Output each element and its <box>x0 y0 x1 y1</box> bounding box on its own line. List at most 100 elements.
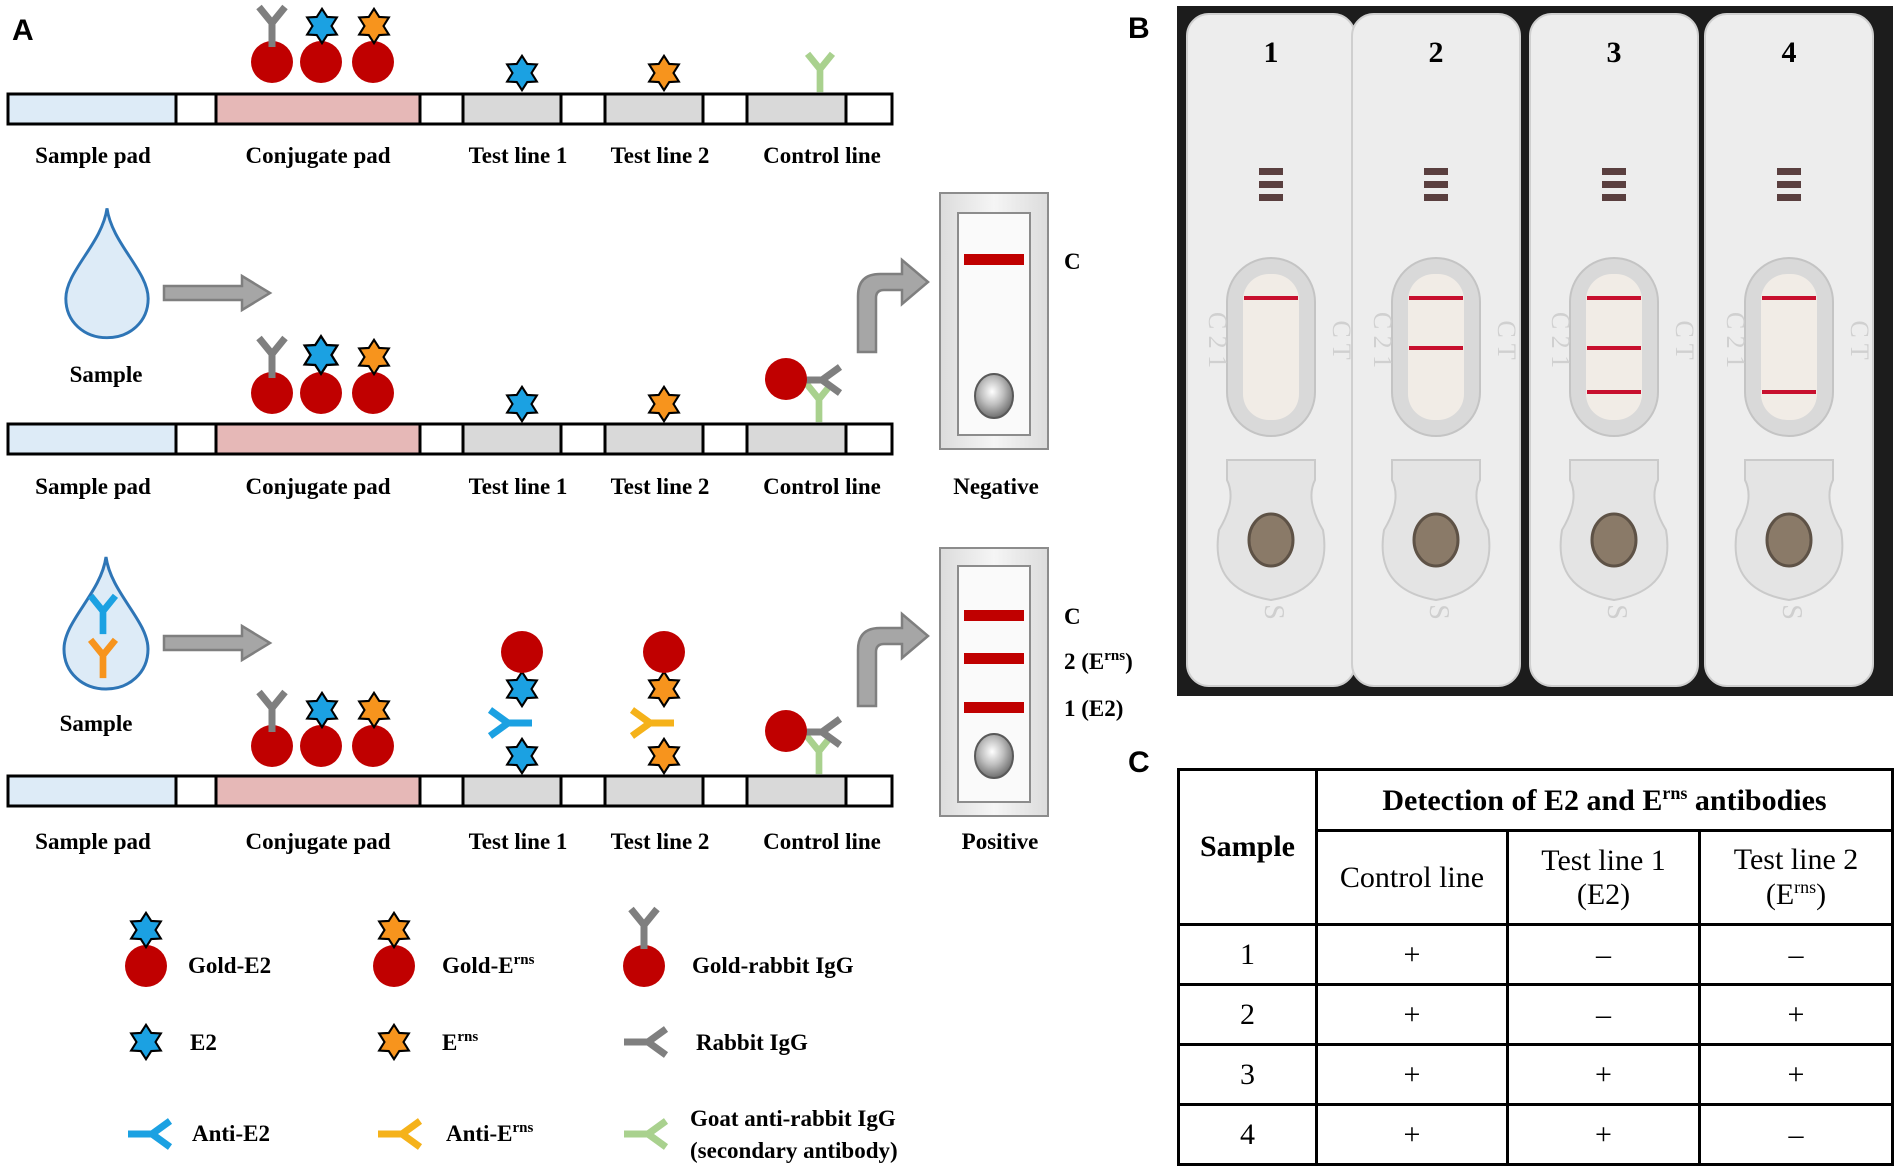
cell-sample: 1 <box>1177 923 1318 986</box>
header-detection: Detection of E2 and Erns antibodies <box>1315 768 1894 832</box>
sample-well-icon <box>974 373 1014 419</box>
label-conjugate-pad: Conjugate pad <box>245 829 390 854</box>
gold-particle <box>300 41 342 83</box>
marking-well: S <box>1423 604 1454 620</box>
cell-t1: + <box>1506 1043 1701 1106</box>
membrane <box>1243 274 1299 420</box>
grip-mark <box>1602 194 1626 201</box>
cell-sample: 3 <box>1177 1043 1318 1106</box>
table-row: 2+–+ <box>1177 983 1894 1046</box>
grip-mark <box>1777 181 1801 188</box>
label-test-line-1: Test line 1 <box>469 474 568 499</box>
svg-text:Gold-Erns: Gold-Erns <box>442 952 535 978</box>
goat-igg-icon <box>807 736 832 774</box>
cell-sample: 2 <box>1177 983 1318 1046</box>
results-table: Sample Detection of E2 and Erns antibodi… <box>1177 768 1894 1166</box>
photo-test2-band <box>1587 346 1641 350</box>
svg-text:E2: E2 <box>190 1030 217 1055</box>
label-test-line-1: Test line 1 <box>469 829 568 854</box>
photo-test1-band <box>1587 390 1641 394</box>
legend-rabbit: Rabbit IgG <box>624 1029 808 1055</box>
grip-mark <box>1424 168 1448 175</box>
cassette-number: 2 <box>1429 36 1444 69</box>
conjugate-pad <box>214 92 422 126</box>
photo-control-band <box>1244 296 1298 300</box>
test-band-2 <box>964 653 1024 664</box>
erns-star-icon <box>358 691 390 729</box>
cassette-number: 3 <box>1607 36 1622 69</box>
cell-sample: 4 <box>1177 1103 1318 1166</box>
goat-igg-icon <box>808 54 833 92</box>
e2-star-icon <box>506 737 538 775</box>
col-test-1: Test line 1(E2) <box>1506 829 1701 926</box>
positive-label: Positive <box>962 829 1039 854</box>
cell-t1: + <box>1506 1103 1701 1166</box>
label-control-line: Control line <box>763 829 881 854</box>
cell-t2: + <box>1698 983 1894 1046</box>
test-band-1 <box>964 702 1024 713</box>
marking-right: C T <box>1670 320 1699 359</box>
legend: Gold-E2 Gold-Erns Gold-rabbit IgG E2 Ern… <box>125 909 898 1163</box>
legend-e2: E2 <box>130 1023 217 1061</box>
test-line-2-pad <box>603 92 705 126</box>
legend-gold-e2: Gold-E2 <box>125 911 271 987</box>
result-arrow-icon <box>856 257 930 354</box>
cell-t2: – <box>1698 1103 1894 1166</box>
grip-mark <box>1602 181 1626 188</box>
e2-star-icon <box>306 691 338 729</box>
e2-star-icon <box>303 334 339 376</box>
label-test-line-2: Test line 2 <box>611 143 710 168</box>
grip-mark <box>1259 181 1283 188</box>
membrane <box>1761 274 1817 420</box>
panel-letter-a: A <box>12 14 34 47</box>
rabbit-igg-icon <box>259 338 285 378</box>
label-conjugate-pad: Conjugate pad <box>245 143 390 168</box>
cell-control: + <box>1315 923 1509 986</box>
gold-particle <box>765 358 807 400</box>
control-line-pad <box>745 92 848 126</box>
control-line-pad <box>745 774 848 808</box>
rabbit-igg-icon <box>259 692 285 732</box>
marking-well: S <box>1601 604 1632 620</box>
label-sample-pad: Sample pad <box>35 474 151 499</box>
label-test-line-2: Test line 2 <box>611 829 710 854</box>
label-control-line: Control line <box>763 143 881 168</box>
control-band <box>964 610 1024 621</box>
grip-mark <box>1777 194 1801 201</box>
sample-well-icon <box>1590 512 1638 568</box>
sample-label: Sample <box>70 362 143 387</box>
cassette-c-label: C <box>1064 249 1081 274</box>
test-line-1-pad <box>461 774 563 808</box>
cassette-line2-label: 2 (Erns) <box>1064 648 1133 674</box>
e2-star-icon <box>506 670 538 708</box>
erns-star-icon <box>648 670 680 708</box>
table-row: 1+–– <box>1177 923 1894 986</box>
photo-control-band <box>1587 296 1641 300</box>
gold-particle <box>501 631 543 673</box>
gold-particle <box>251 41 293 83</box>
rabbit-igg-icon <box>259 7 285 47</box>
label-test-line-1: Test line 1 <box>469 143 568 168</box>
strip-labels-row-3: Sample pad Conjugate pad Test line 1 Tes… <box>35 829 881 854</box>
strip-labels-row-2: Sample pad Conjugate pad Test line 1 Tes… <box>35 474 881 499</box>
cassette-c-label: C <box>1064 604 1081 629</box>
svg-text:(secondary antibody): (secondary antibody) <box>690 1138 898 1163</box>
header-sample: Sample <box>1177 768 1318 926</box>
test-line-2-pad <box>603 774 705 808</box>
result-arrow-icon <box>856 611 930 708</box>
goat-igg-icon <box>807 384 832 422</box>
sample-pad <box>6 92 178 126</box>
cassette-number: 1 <box>1264 36 1279 69</box>
cassette-positive <box>939 547 1049 817</box>
e2-star-icon <box>506 54 538 92</box>
grip-mark <box>1259 194 1283 201</box>
e2-star-icon <box>506 385 538 423</box>
marking-right: C T <box>1492 320 1521 359</box>
gold-particle <box>643 631 685 673</box>
photo-control-band <box>1409 296 1463 300</box>
label-test-line-2: Test line 2 <box>611 474 710 499</box>
